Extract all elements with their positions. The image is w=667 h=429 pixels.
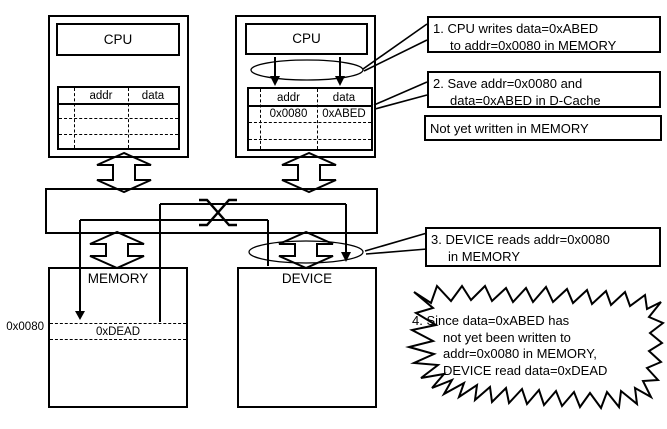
table-divider [317, 89, 318, 149]
burst-line-1: 4. Since data=0xABED has [412, 313, 570, 328]
cpu-left-bus-double-arrow-icon [96, 151, 152, 194]
note-1-line-2: to addr=0x0080 in MEMORY [450, 38, 617, 53]
note-not-yet-written: Not yet written in MEMORY [424, 115, 662, 141]
cache-row-data-value: 0xABED [322, 108, 366, 120]
cpu-left-unit-box [48, 15, 189, 158]
table-row-rule [59, 134, 178, 135]
burst-line-3: addr=0x0080 in MEMORY, [443, 346, 597, 361]
cache-row-addr-value: 0x0080 [269, 108, 308, 120]
memory-label: MEMORY [87, 270, 149, 286]
device-read-highlight-ellipse [248, 240, 364, 264]
cpu-right-unit-box [235, 15, 376, 158]
callout-lines [362, 23, 428, 255]
memory-address-label: 0x0080 [6, 321, 44, 333]
memory-row-rule [50, 323, 186, 324]
bus-routing-lines [79, 203, 347, 322]
starburst-shape [405, 284, 665, 411]
cpu-right-core-box: CPU [245, 23, 368, 55]
bus-crossover-icon [199, 198, 237, 227]
memory-row-rule [50, 339, 186, 340]
table-divider [260, 89, 261, 149]
memory-box: MEMORY 0xDEAD [48, 267, 188, 408]
table-header-rule [59, 103, 178, 105]
table-row-rule [59, 118, 178, 119]
note-3-device-reads: 3. DEVICE reads addr=0x0080 in MEMORY [425, 227, 661, 267]
table-row-rule [249, 122, 371, 123]
device-read-arrowhead-icon [341, 252, 351, 262]
burst-line-2: not yet been written to [443, 329, 571, 345]
cpu-left-core-box: CPU [56, 23, 180, 56]
note-2-line-2: data=0xABED in D-Cache [450, 93, 601, 108]
cpu-left-label: CPU [103, 31, 133, 47]
device-label: DEVICE [281, 270, 333, 286]
burst-line-4: DEVICE read data=0xDEAD [443, 362, 608, 378]
note-2-line-1: 2. Save addr=0x0080 and [433, 76, 583, 91]
starburst-note: 4. Since data=0xABED has not yet been wr… [412, 313, 652, 379]
cpu-right-label: CPU [292, 31, 321, 46]
note-4-line-1: 3. DEVICE reads addr=0x0080 [431, 232, 610, 247]
table-row-rule [249, 139, 371, 140]
system-bus-box [45, 188, 378, 234]
cpu-left-cache-table: addr data [57, 86, 180, 150]
table-header-rule [249, 105, 371, 107]
memory-bus-double-arrow-icon [89, 230, 145, 270]
note-3-text: Not yet written in MEMORY [430, 121, 589, 136]
memory-write-arrowhead-icon [75, 311, 85, 320]
cpu-right-cache-table: addr data 0x0080 0xABED [247, 87, 373, 151]
device-box: DEVICE [237, 267, 377, 408]
column-header-data: data [332, 91, 356, 104]
cpu-write-highlight-ellipse [250, 59, 364, 81]
note-1-line-1: 1. CPU writes data=0xABED [433, 21, 599, 36]
column-header-data: data [141, 89, 165, 102]
note-4-line-2: in MEMORY [448, 249, 520, 264]
memory-row-value: 0xDEAD [95, 325, 141, 338]
column-header-addr: addr [89, 89, 113, 102]
cpu-right-bus-double-arrow-icon [281, 151, 337, 194]
note-1-cpu-writes: 1. CPU writes data=0xABED to addr=0x0080… [427, 16, 661, 53]
note-2-save-dcache: 2. Save addr=0x0080 and data=0xABED in D… [427, 71, 661, 108]
column-header-addr: addr [276, 91, 301, 104]
